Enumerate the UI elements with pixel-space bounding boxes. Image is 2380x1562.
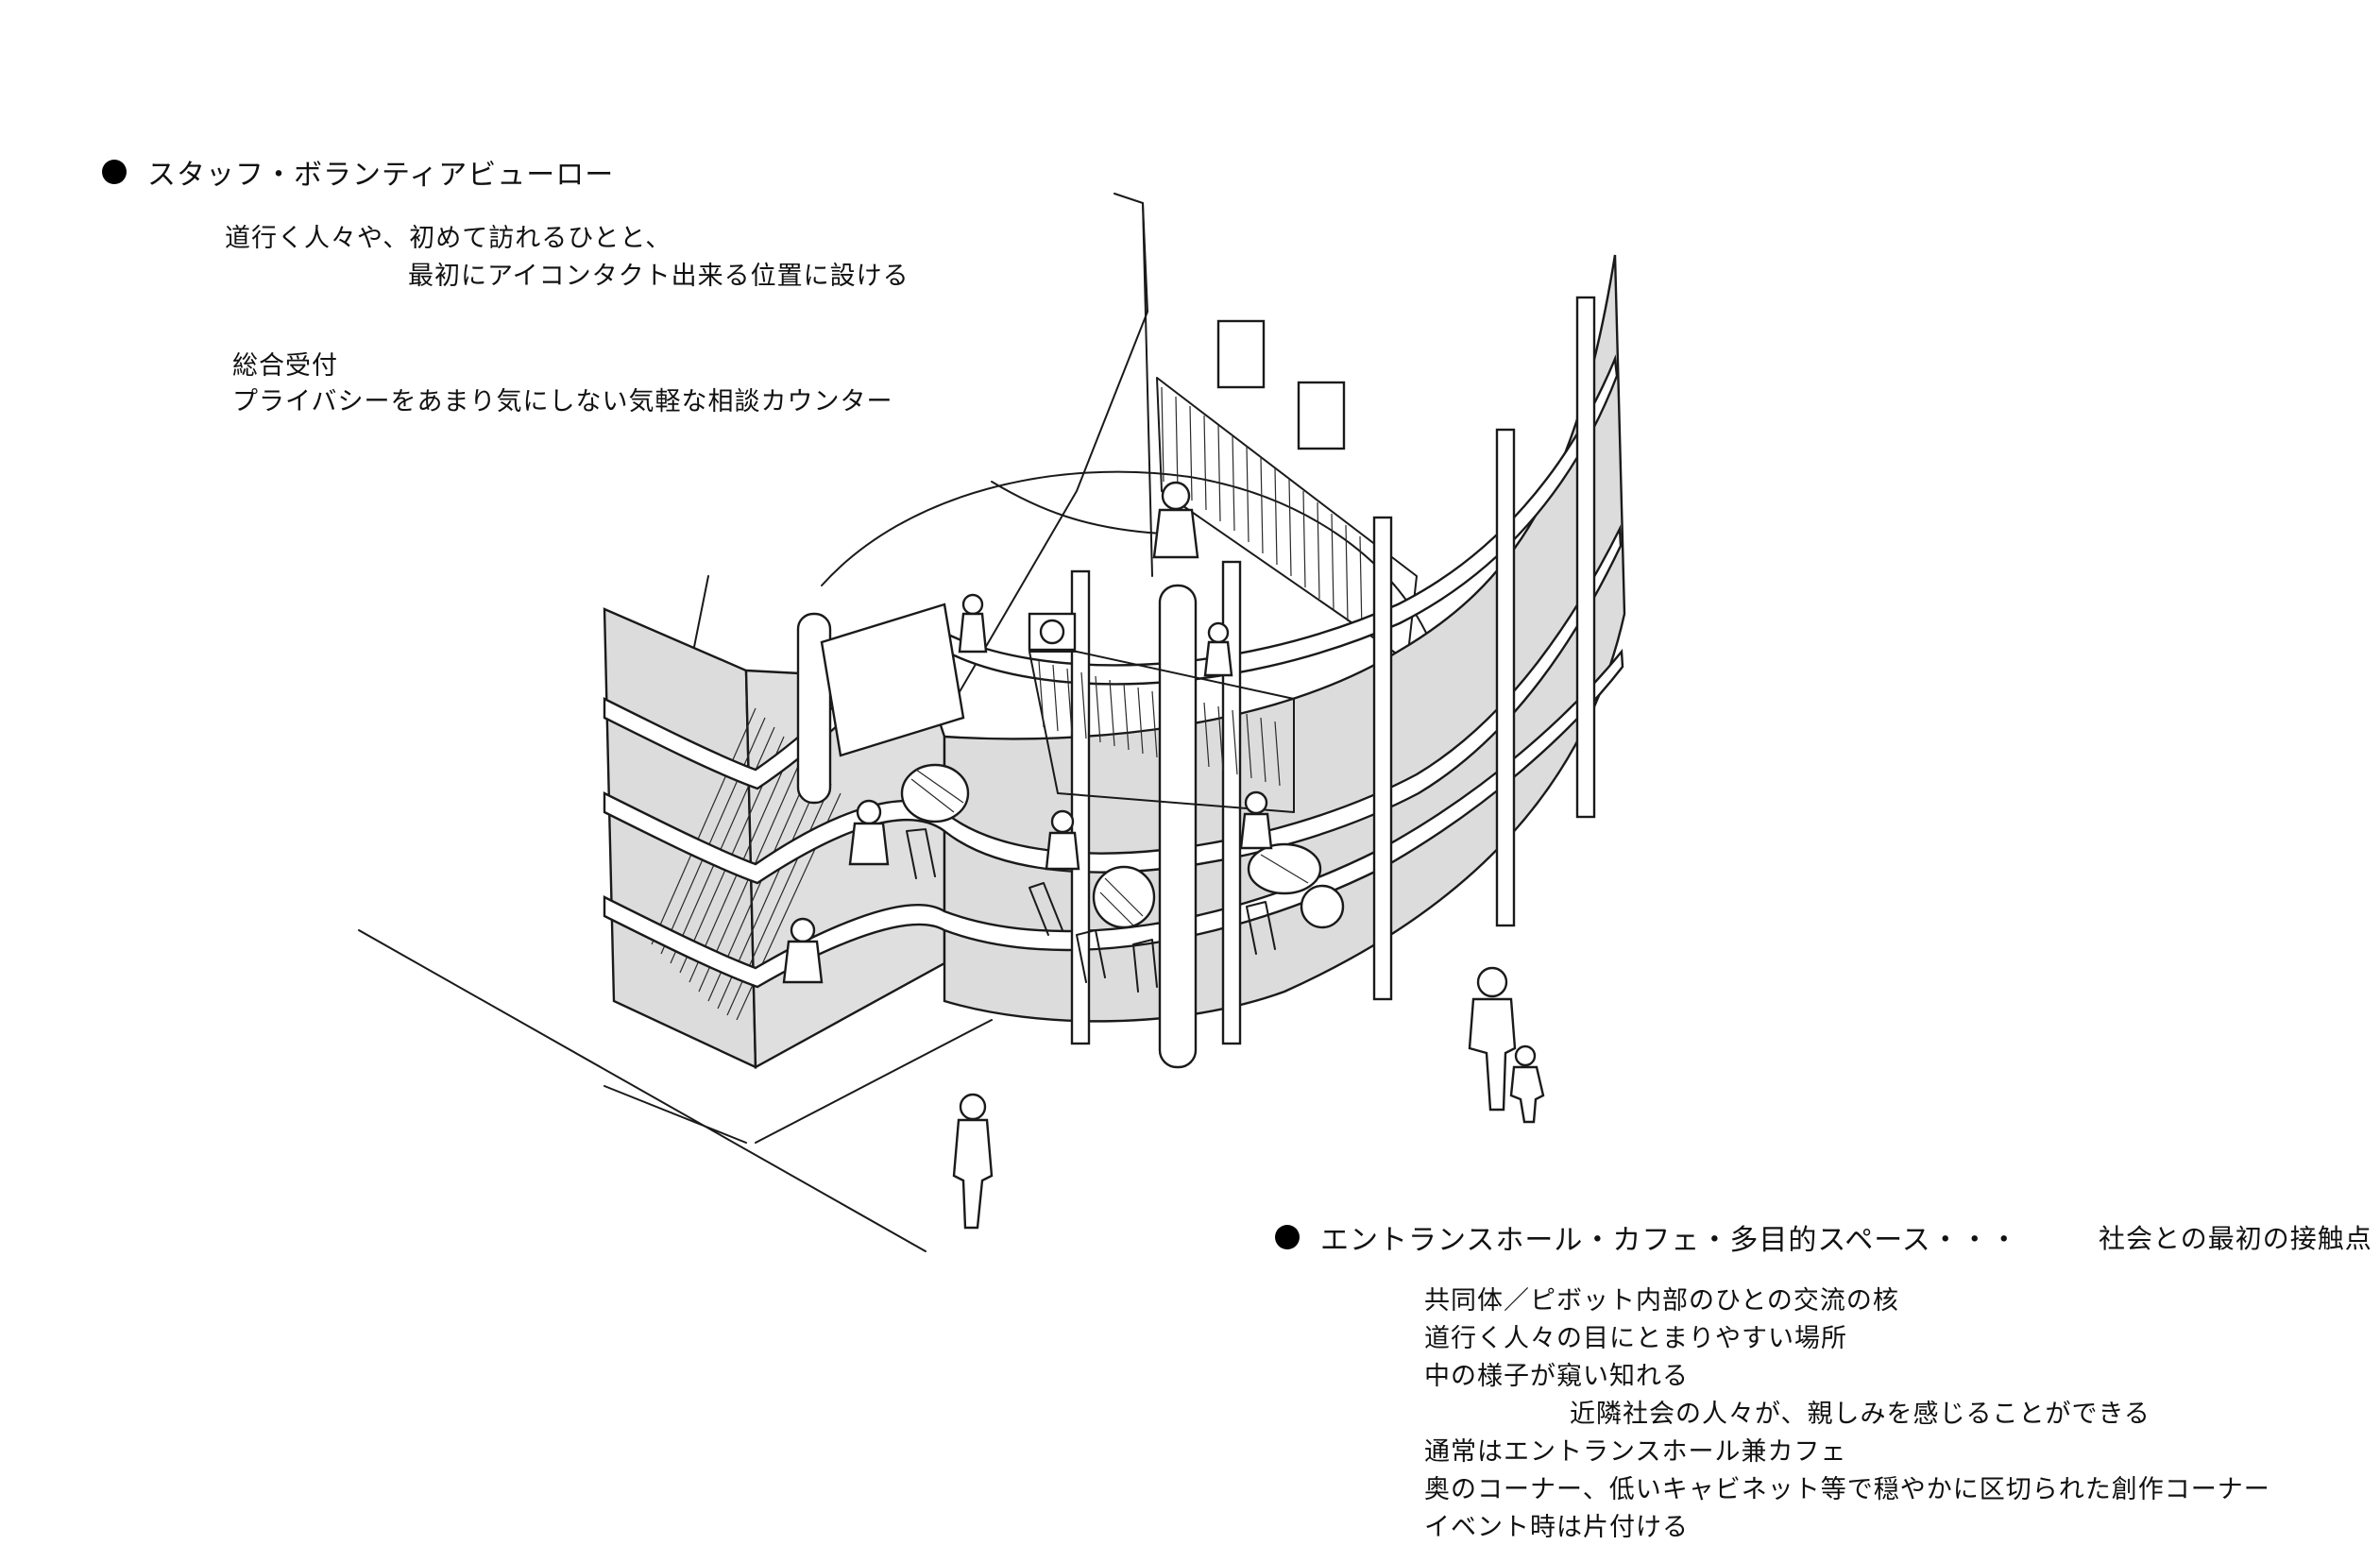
entrance-line-1: 共同体／ピボット内部のひとの交流の核 [1424,1286,1899,1316]
left-column [796,612,832,805]
curved-glass-facade [943,254,1626,1023]
entrance-line-4: 近隣社会の人々が、親しみを感じることができる [1570,1400,2150,1429]
interior-figures [782,481,1273,984]
pedestrian-child [1509,1044,1545,1124]
central-column [1158,584,1198,1069]
bureau-line-4: プライバシーをあまり気にしない気軽な相談カウンター [232,387,893,416]
ceiling-curve [821,470,1427,634]
entrance-heading-text: エントランスホール・カフェ・多目的スペース・・・ [1320,1224,2019,1257]
entrance-line-5: 通常はエントランスホール兼カフェ [1424,1437,1847,1467]
entrance-line-7: イベント時は片付ける [1424,1513,1689,1542]
bureau-line-2: 最初にアイコンタクト出来る位置に設ける [408,262,910,291]
entrance-line-2: 道行く人々の目にとまりやすい場所 [1424,1324,1847,1353]
facade-mullions [1070,296,1596,1045]
entrance-heading: エントランスホール・カフェ・多目的スペース・・・ [1275,1216,2019,1258]
bureau-heading: スタッフ・ボランティアビューロー [102,151,614,193]
bullet-dot [102,160,127,184]
reception-counter-hatching [1038,660,1281,787]
cafe-chairs [906,828,1276,993]
table-hatching [910,769,1309,926]
back-wall [1142,202,1418,662]
entrance-tagline: 社会との最初の接触点 [2099,1223,2372,1254]
bureau-line-1: 道行く人々や、初めて訪れるひとと、 [225,224,672,253]
bureau-counter-hatching [1161,386,1391,654]
bureau-line-3: 総合受付 [232,351,338,381]
entrance-line-6: 奥のコーナー、低いキャビネット等で穏やかに区切られた創作コーナー [1424,1475,2270,1504]
bullet-dot [1275,1225,1300,1249]
pedestrian-adult [1468,966,1517,1112]
entrance-line-3: 中の様子が窺い知れる [1424,1362,1689,1391]
reception-counter [820,603,1295,813]
pedestrian-center [952,1093,994,1230]
bureau-heading-text: スタッフ・ボランティアビューロー [147,159,615,192]
